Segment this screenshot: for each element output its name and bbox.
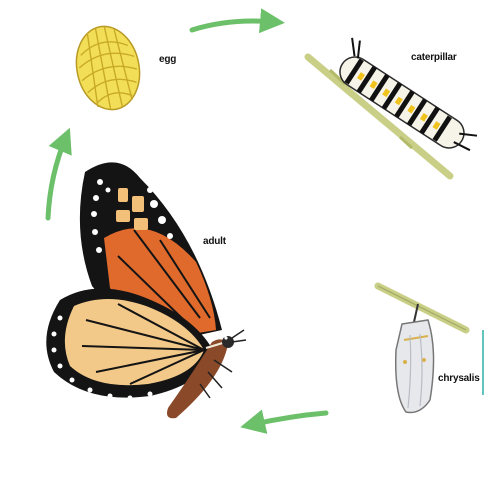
label-chrysalis: chrysalis [438,373,480,384]
egg-illustration [69,20,147,115]
label-adult: adult [203,236,226,247]
arrow-adult-to-egg [48,137,66,218]
butterfly-illustration [46,162,246,418]
arrow-egg-to-caterpillar [192,21,275,30]
caterpillar-illustration [308,36,487,176]
arrow-chrysalis-to-adult [250,413,326,425]
label-egg: egg [159,54,176,65]
label-caterpillar: caterpillar [411,52,457,63]
chrysalis-illustration [378,286,483,413]
